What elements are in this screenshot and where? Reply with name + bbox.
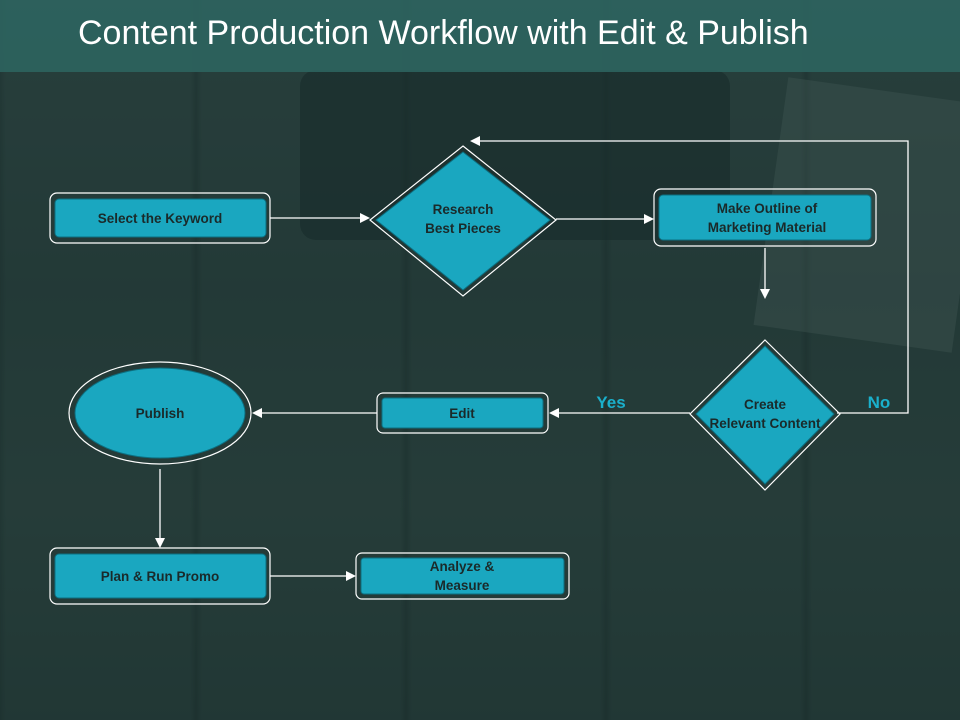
node-outline-label-2: Marketing Material	[708, 220, 827, 235]
node-outline-label-1: Make Outline of	[717, 201, 818, 216]
label-yes: Yes	[596, 393, 625, 412]
page-title: Content Production Workflow with Edit & …	[78, 14, 809, 52]
node-edit-label: Edit	[449, 406, 475, 421]
node-make-outline: Make Outline of Marketing Material	[653, 188, 877, 247]
node-create-label-1: Create	[744, 397, 787, 412]
node-select-keyword-label: Select the Keyword	[98, 211, 223, 226]
node-research-label-1: Research	[433, 202, 494, 217]
title-bar: Content Production Workflow with Edit & …	[0, 0, 960, 72]
label-no: No	[868, 393, 891, 412]
node-research-best-pieces: Research Best Pieces	[369, 145, 557, 297]
node-analyze-label-2: Measure	[435, 578, 490, 593]
node-plan-promo: Plan & Run Promo	[49, 547, 271, 605]
node-create-content: Create Relevant Content	[689, 339, 841, 491]
node-promo-label: Plan & Run Promo	[101, 569, 220, 584]
node-research-label-2: Best Pieces	[425, 221, 501, 236]
node-edit: Edit	[376, 392, 549, 434]
node-publish-label: Publish	[136, 406, 185, 421]
arrow-no-loop-to-research	[470, 136, 909, 414]
connectors	[155, 136, 909, 581]
node-publish: Publish	[68, 361, 252, 465]
node-analyze-measure: Analyze & Measure	[355, 552, 570, 600]
node-create-label-2: Relevant Content	[709, 416, 821, 431]
node-select-keyword: Select the Keyword	[49, 192, 271, 244]
node-analyze-label-1: Analyze &	[430, 559, 495, 574]
